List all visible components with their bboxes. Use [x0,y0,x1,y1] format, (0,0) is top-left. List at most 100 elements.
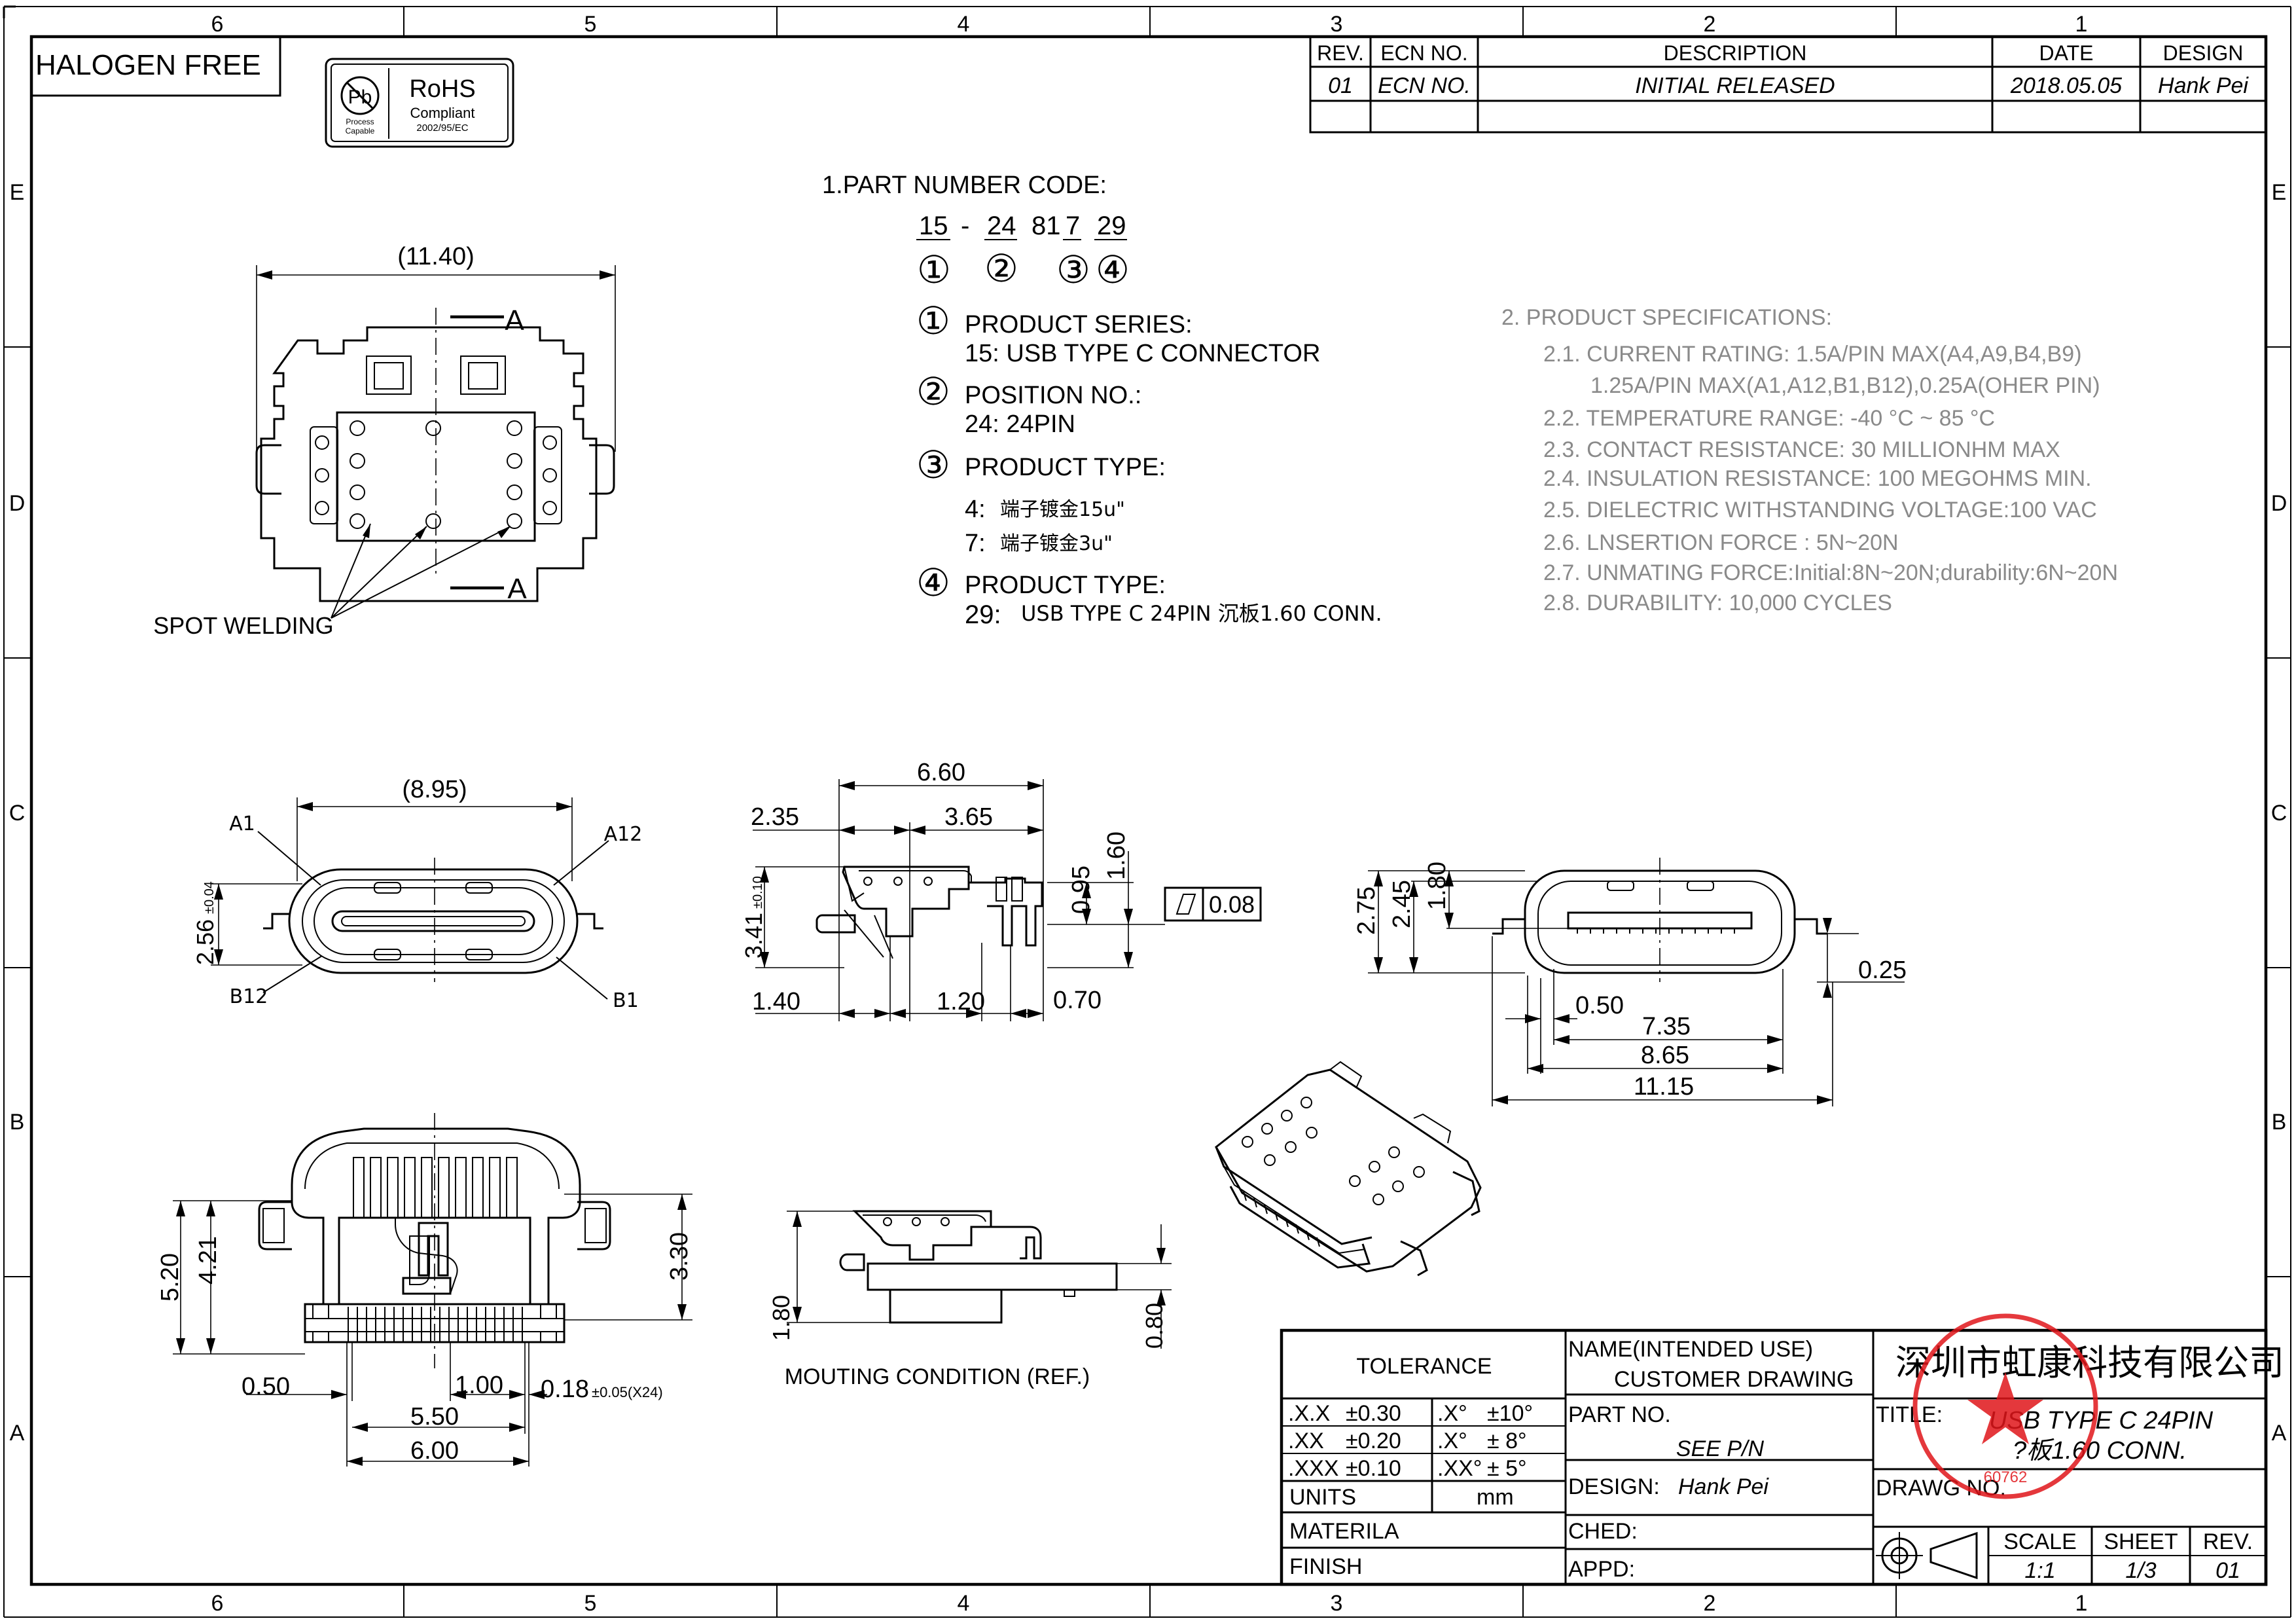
top-view: (11.40) A A SPOT WELDING [153,243,616,639]
zone-labels-bottom: 6 5 4 3 2 1 [211,1591,2088,1616]
zone-top-1: 1 [2075,12,2088,37]
rear-view: 2.75 2.45 1.80 0.25 0.50 7.35 8.65 11.15 [1353,858,1907,1106]
tol-row3-a: .XXX [1288,1456,1338,1481]
zone-left-E: E [10,180,25,205]
front-height-dim: 2.56 [192,919,219,965]
spot-welding-note: SPOT WELDING [153,612,333,639]
zone-bottom-6: 6 [211,1591,224,1616]
zone-ticks [4,7,2291,1617]
bottom-dim-520: 5.20 [156,1253,184,1302]
revision-block: REV. ECN NO. DESCRIPTION DATE DESIGN 01 … [1309,35,2267,134]
item2-label: POSITION NO.: [965,382,1141,409]
item3-desc-4: 端子镀金15u" [1000,498,1125,521]
zone-top-6: 6 [211,12,224,37]
mount-dim-080: 0.80 [1141,1303,1168,1349]
rear-dim-865: 8.65 [1641,1042,1689,1069]
part-code-title: 1.PART NUMBER CODE: [822,172,1107,199]
rohs-title: RoHS [409,75,475,103]
finish-label: FINISH [1289,1554,1362,1579]
spec-title: 2. PRODUCT SPECIFICATIONS: [1501,305,1832,330]
pb-circle-icon [340,76,380,115]
rear-dim-180: 1.80 [1424,862,1451,910]
rear-dim-025: 0.25 [1858,957,1907,984]
zone-bottom-4: 4 [958,1591,970,1616]
bottom-view: 5.20 4.21 3.30 0.50 1.00 0.18 ±0.05(X24)… [156,1113,693,1467]
marker-4: ④ [1096,247,1130,292]
side-dim-120: 1.20 [937,988,985,1015]
item3-code-7: 7: [965,530,986,557]
zone-bottom-1: 1 [2075,1591,2088,1616]
rev-value-rev: 01 [1328,73,1353,98]
side-dim-140: 1.40 [752,988,800,1015]
item1-line: 15: USB TYPE C CONNECTOR [965,340,1320,367]
name-value: CUSTOMER DRAWING [1614,1367,1854,1392]
item4-label: PRODUCT TYPE: [965,572,1166,599]
scale-value: 1:1 [2024,1558,2055,1583]
rear-dim-050: 0.50 [1575,992,1624,1019]
part-no-label: PART NO. [1568,1402,1671,1427]
section-a-top: A [505,304,524,337]
spec-line-5: 2.4. INSULATION RESISTANCE: 100 MEGOHMS … [1543,466,2092,491]
mount-caption: MOUTING CONDITION (REF.) [785,1364,1090,1389]
part-code-24: 24 [987,211,1016,240]
bottom-dim-050: 0.50 [242,1373,290,1400]
tol-row1-bv: ±10° [1487,1401,1533,1426]
bottom-dim-421: 4.21 [194,1236,222,1285]
rohs-badge: Pb Process Capable RoHS Compliant 2002/9… [325,58,514,148]
spec-line-8: 2.7. UNMATING FORCE:Initial:8N~20N;durab… [1543,560,2118,585]
halogen-free-label: HALOGEN FREE [35,49,261,81]
zone-top-3: 3 [1331,12,1343,37]
rev-value-description: INITIAL RELEASED [1635,73,1835,98]
rear-dim-275: 2.75 [1353,886,1380,935]
mount-dim-180: 1.80 [768,1295,795,1341]
spec-line-3: 2.2. TEMPERATURE RANGE: -40 °C ~ 85 °C [1543,406,1995,431]
zone-labels-right: E D C B A [2271,180,2287,1446]
part-no-value: SEE P/N [1676,1436,1765,1461]
tol-row2-a: .XX [1288,1429,1324,1453]
scale-label: SCALE [2003,1529,2077,1554]
tol-row2-bv: ± 8° [1487,1429,1527,1453]
inner-border [29,35,2268,1586]
side-dim-341-tol: ±0.10 [751,876,765,909]
zone-bottom-2: 2 [1704,1591,1716,1616]
product-specifications: 2. PRODUCT SPECIFICATIONS: 2.1. CURRENT … [1501,305,2118,615]
zone-bottom-3: 3 [1331,1591,1343,1616]
spec-line-9: 2.8. DURABILITY: 10,000 CYCLES [1543,591,1892,615]
zone-left-D: D [9,491,26,516]
tol-row3-b: .XX° [1437,1456,1482,1481]
zone-left-C: C [9,801,26,826]
sheet-label: SHEET [2104,1529,2178,1554]
part-code-7: 7 [1066,211,1080,240]
bottom-dim-550: 5.50 [410,1403,459,1431]
rev-header-description: DESCRIPTION [1664,41,1807,65]
item2-line: 24: 24PIN [965,410,1075,438]
tol-row1-av: ±0.30 [1346,1401,1401,1426]
tol-row3-bv: ± 5° [1487,1456,1527,1481]
projection-symbol-icon [1876,1531,1978,1580]
item4-desc: USB TYPE C 24PIN 沉板1.60 CONN. [1021,601,1382,626]
front-view: (8.95) 2.56 ±0.04 A1 A12 B12 B1 [192,776,642,1012]
side-dim-160: 1.60 [1103,831,1130,880]
part-code-dash: - [961,211,969,240]
rev-value-date: 2018.05.05 [2010,73,2122,98]
stamp-star-icon [1967,1372,2043,1444]
bottom-dim-100: 1.00 [455,1372,503,1399]
item3-label: PRODUCT TYPE: [965,454,1166,481]
pin-label-a12: A12 [604,823,643,846]
materila-label: MATERILA [1289,1519,1399,1544]
zone-labels-top: 6 5 4 3 2 1 [211,12,2088,37]
units-label: UNITS [1289,1485,1356,1510]
rev-value: 01 [2215,1558,2240,1583]
bottom-dim-600: 6.00 [410,1437,459,1465]
rev-value-design: Hank Pei [2158,73,2249,98]
tol-row2-b: .X° [1437,1429,1467,1453]
ched-label: CHED: [1568,1519,1638,1544]
units-value: mm [1477,1485,1514,1510]
spec-line-2: 1.25A/PIN MAX(A1,A12,B1,B12),0.25A(OHER … [1590,373,2100,398]
mounting-view: 1.80 0.80 MOUTING CONDITION (REF.) [768,1210,1172,1389]
item2-marker: ② [916,369,950,414]
side-dim-095: 0.95 [1067,866,1095,914]
zone-left-B: B [10,1110,25,1135]
item1-label: PRODUCT SERIES: [965,311,1193,338]
pin-label-b12: B12 [230,985,268,1008]
